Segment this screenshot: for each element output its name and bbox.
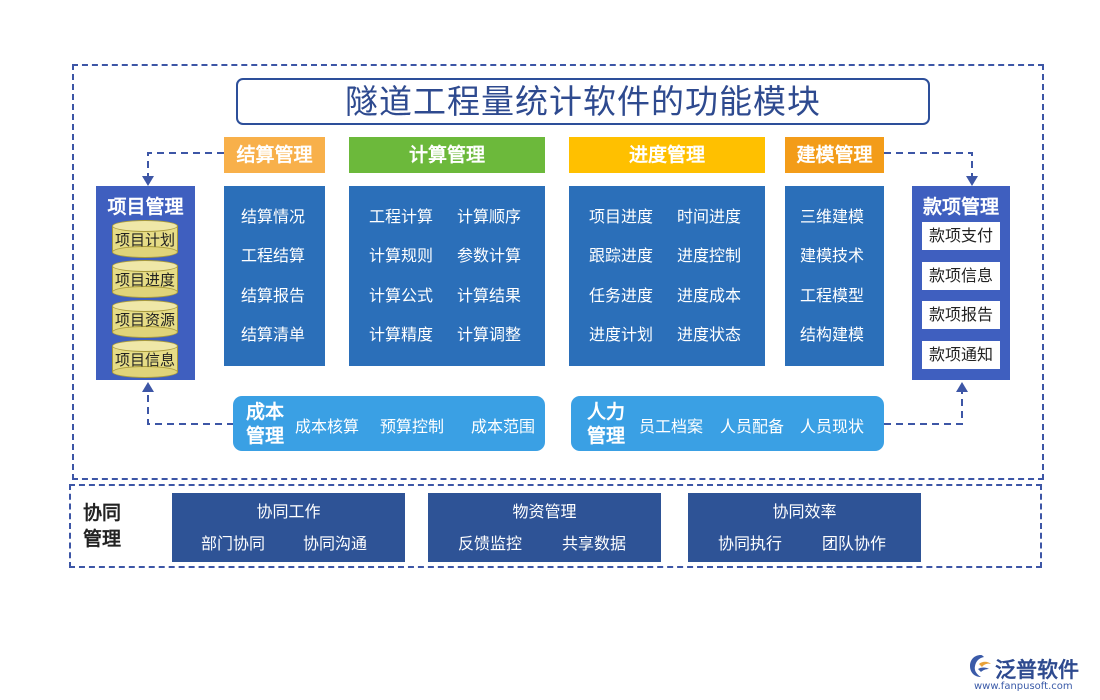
database-item: 项目资源	[112, 300, 178, 338]
calculation-item: 计算顺序	[457, 207, 522, 226]
collab-box: 物资管理 反馈监控 共享数据	[428, 493, 661, 562]
main-module-frame	[72, 64, 1044, 480]
settlement-panel: 结算情况 工程结算 结算报告 结算清单	[224, 186, 325, 366]
collab-box-title: 物资管理	[512, 502, 577, 521]
cost-item: 成本核算	[295, 417, 360, 436]
calculation-item: 计算调整	[457, 325, 522, 344]
cost-item: 预算控制	[380, 417, 445, 436]
hr-management-title-line1: 人力	[587, 401, 626, 423]
collab-box-title: 协同效率	[772, 502, 837, 521]
project-management-title: 项目管理	[107, 196, 184, 218]
hr-management-title-line2: 管理	[587, 425, 626, 447]
collab-box: 协同工作 部门协同 协同沟通	[172, 493, 405, 562]
calculation-item: 计算结果	[457, 286, 522, 305]
modeling-item: 结构建模	[800, 325, 865, 344]
modeling-item: 建模技术	[800, 246, 865, 265]
logo-url: www.fanpusoft.com	[974, 681, 1073, 692]
hr-item: 员工档案	[639, 417, 704, 436]
collab-box-item: 反馈监控	[458, 534, 523, 553]
modeling-item: 工程模型	[800, 286, 865, 305]
collab-box: 协同效率 协同执行 团队协作	[688, 493, 921, 562]
progress-panel: 项目进度 时间进度 跟踪进度 进度控制 任务进度 进度成本 进度计划 进度状态	[569, 186, 765, 366]
progress-item: 进度状态	[677, 325, 742, 344]
project-item-label: 项目计划	[114, 231, 175, 249]
calculation-item: 工程计算	[369, 207, 434, 226]
progress-header: 进度管理	[569, 137, 765, 173]
progress-item: 进度计划	[589, 325, 654, 344]
settlement-item: 工程结算	[241, 246, 306, 265]
project-item-label: 项目信息	[114, 351, 175, 369]
settlement-item: 结算清单	[241, 325, 306, 344]
cost-management-title-line1: 成本	[246, 401, 285, 423]
collab-box-item: 协同执行	[718, 534, 783, 553]
payment-item: 款项支付	[922, 222, 1000, 250]
collab-module-frame	[69, 484, 1042, 568]
collab-box-title: 协同工作	[256, 502, 321, 521]
project-item-label: 项目进度	[114, 271, 175, 289]
collab-management-label: 协同 管理	[83, 500, 121, 552]
logo-name: 泛普软件	[995, 658, 1079, 682]
payment-management-title: 款项管理	[922, 196, 999, 218]
progress-item: 跟踪进度	[589, 246, 654, 265]
calculation-item: 参数计算	[457, 246, 522, 265]
collab-box-item: 团队协作	[822, 534, 887, 553]
progress-item: 进度成本	[677, 286, 742, 305]
modeling-panel: 三维建模 建模技术 工程模型 结构建模	[785, 186, 884, 366]
cost-management-title-line2: 管理	[246, 425, 285, 447]
progress-item: 时间进度	[677, 207, 742, 226]
calculation-item: 计算公式	[369, 286, 434, 305]
progress-item: 任务进度	[589, 286, 654, 305]
project-management-panel: 项目管理 项目计划 项目进度 项目资源 项目信息	[96, 186, 195, 380]
calculation-header: 计算管理	[349, 137, 545, 173]
settlement-item: 结算情况	[241, 207, 306, 226]
cost-item: 成本范围	[471, 417, 536, 436]
project-item-label: 项目资源	[114, 311, 175, 329]
cost-management-panel: 成本 管理 成本核算 预算控制 成本范围	[233, 396, 545, 451]
modeling-header: 建模管理	[785, 137, 884, 173]
calculation-item: 计算精度	[369, 325, 434, 344]
progress-item: 进度控制	[677, 246, 742, 265]
collab-box-item: 部门协同	[201, 534, 266, 553]
hr-management-panel: 人力 管理 员工档案 人员配备 人员现状	[571, 396, 884, 451]
settlement-item: 结算报告	[241, 286, 306, 305]
hr-item: 人员配备	[720, 417, 785, 436]
payment-item: 款项通知	[922, 341, 1000, 369]
payment-item: 款项报告	[922, 301, 1000, 329]
payment-item: 款项信息	[922, 262, 1000, 290]
fanpu-logo-icon	[970, 655, 991, 677]
database-item: 项目信息	[112, 340, 178, 378]
collab-label-line2: 管理	[83, 528, 122, 550]
collab-box-item: 协同沟通	[303, 534, 368, 553]
progress-item: 项目进度	[589, 207, 654, 226]
collab-label-line1: 协同	[83, 502, 122, 524]
settlement-header: 结算管理	[224, 137, 325, 173]
database-item: 项目进度	[112, 260, 178, 298]
calculation-item: 计算规则	[369, 246, 434, 265]
modeling-item: 三维建模	[800, 207, 865, 226]
database-item: 项目计划	[112, 220, 178, 258]
payment-management-panel: 款项管理 款项支付 款项信息 款项报告 款项通知	[912, 186, 1010, 380]
diagram-title: 隧道工程量统计软件的功能模块	[236, 78, 930, 125]
calculation-panel: 工程计算 计算顺序 计算规则 参数计算 计算公式 计算结果 计算精度 计算调整	[349, 186, 545, 366]
collab-box-item: 共享数据	[562, 534, 627, 553]
hr-item: 人员现状	[800, 417, 865, 436]
